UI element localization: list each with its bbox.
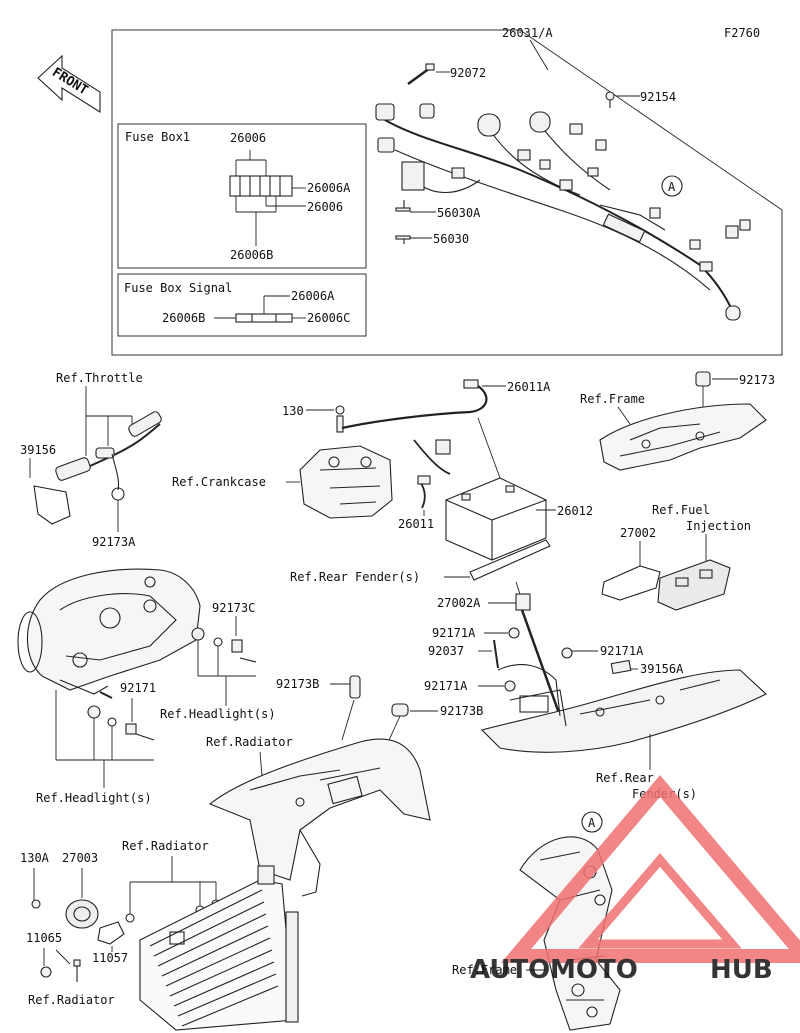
front-arrow: FRONT [37,54,101,113]
hook-3 [504,680,516,692]
fuse-box1-label-right: 26006 [307,200,343,214]
battery-strip [469,539,551,581]
harness-panel-outline [111,29,783,356]
clamp-b1-label: 92173B [276,677,319,691]
horn-27003 [65,899,99,929]
main-harness [375,103,751,321]
clamp-92173c-group [191,627,257,663]
battery [445,477,547,561]
figure-code: F2760 [724,26,760,40]
pad-39156a [610,659,632,675]
bolt-130 [335,405,345,433]
hook-label-2: 92171A [600,644,644,658]
cable-a-label: 26011A [507,380,551,394]
cable-26011a [341,379,488,430]
fuse-box-signal: Fuse Box Signal 26006A 26006B 26006C [117,273,367,337]
bolt-92171-group [87,691,155,741]
battery-label: 26012 [557,504,593,518]
fuse-box1-label-top: 26006 [230,131,266,145]
fuse-box1-label-bottom: 26006B [230,248,273,262]
radiator-mount [208,738,431,897]
watermark-hub: HUB [710,955,773,985]
clamp-39156-label: 39156 [20,443,56,457]
ref-radiator-label-2: Ref.Radiator [122,839,209,853]
ref-headlight-label-1: Ref.Headlight(s) [160,707,276,721]
fuse-box-signal-label-b: 26006B [162,311,205,325]
frame-top [599,403,767,471]
washer-130a [31,899,41,909]
radiator-core [139,865,299,1031]
strap-27002a [515,581,562,717]
stud-label: 92037 [428,644,464,658]
strap-label: 27002A [437,596,481,610]
horn-label: 27003 [62,851,98,865]
callout-a-top: A [661,175,683,197]
bracket-label: 11057 [92,951,128,965]
stud-92037 [493,639,499,669]
hook-label-1: 92171A [432,626,476,640]
horn-bracket-11057 [97,921,125,945]
callout-letter-top: A [668,180,676,194]
ref-rear-label-1: Ref.Rear [596,771,654,785]
ref-fuel-label-2: Injection [686,519,751,533]
fuse-box-signal-title: Fuse Box Signal [124,281,232,295]
harness-label: 26031/A [502,26,553,40]
hook-2 [561,647,573,659]
callout-a-bottom: A [581,811,603,833]
crankcase [299,445,393,519]
fuse-box1: Fuse Box1 26006 26006A 26006 26006B [117,123,367,269]
ref-fuel-label-1: Ref.Fuel [652,503,710,517]
watermark: AUTO MOTO HUB [470,775,800,985]
cable-label: 26011 [398,517,434,531]
clamp-92173b-2 [391,703,409,717]
hook-1 [508,627,520,639]
band-92072 [407,63,435,86]
fuse-box-signal-label-a: 26006A [291,289,335,303]
ref-frame-top-label: Ref.Frame [580,392,645,406]
clamp-c-label: 92173C [212,601,255,615]
ref-throttle-label: Ref.Throttle [56,371,143,385]
callout-letter-bottom: A [588,816,596,830]
watermark-moto: MOTO [550,955,638,985]
ref-radiator-label-1: Ref.Radiator [206,735,293,749]
ref-headlight-label-2: Ref.Headlight(s) [36,791,152,805]
ref-radiator-label-3: Ref.Radiator [28,993,115,1007]
bolt-horn [73,959,81,982]
bolt-top-label: 92154 [640,90,676,104]
throttle-clamp-cover [33,485,71,525]
cable-26011 [413,439,451,509]
ref-frame-bottom-label: Ref.Frame [452,963,517,977]
fuse-box1-title: Fuse Box1 [125,130,190,144]
pad-27002 [601,565,661,601]
hook-label-3: 92171A [424,679,468,693]
nut-11065 [40,966,52,978]
clamp-frame-label: 92173 [739,373,775,387]
clamp-b2-label: 92173B [440,704,483,718]
fuse-box-signal-label-c: 26006C [307,311,350,325]
throttle-harness [55,411,162,491]
cap-a-label: 56030A [437,206,481,220]
bolt-92154 [605,91,615,108]
band-label: 92072 [450,66,486,80]
clamp-92173b-1 [349,675,361,699]
rear-fender [480,664,767,753]
nut-label: 11065 [26,931,62,945]
clamp-92173 [695,371,711,387]
washer-130a-label: 130A [20,851,50,865]
pad-label: 27002 [620,526,656,540]
clamp-92173a-label: 92173A [92,535,136,549]
bolt-92171-label: 92171 [120,681,156,695]
frame-bottom [519,836,621,1031]
headlight [17,568,201,695]
ref-rear-fender-s-label: Ref.Rear Fender(s) [290,570,420,584]
bolt-130-label: 130 [282,404,304,418]
cap-label: 56030 [433,232,469,246]
watermark-auto: AUTO [470,955,550,985]
fuse-box1-label-right-a: 26006A [307,181,351,195]
fuel-injection-block [657,559,731,611]
pad-b-label: 39156A [640,662,684,676]
ref-crankcase-label: Ref.Crankcase [172,475,266,489]
